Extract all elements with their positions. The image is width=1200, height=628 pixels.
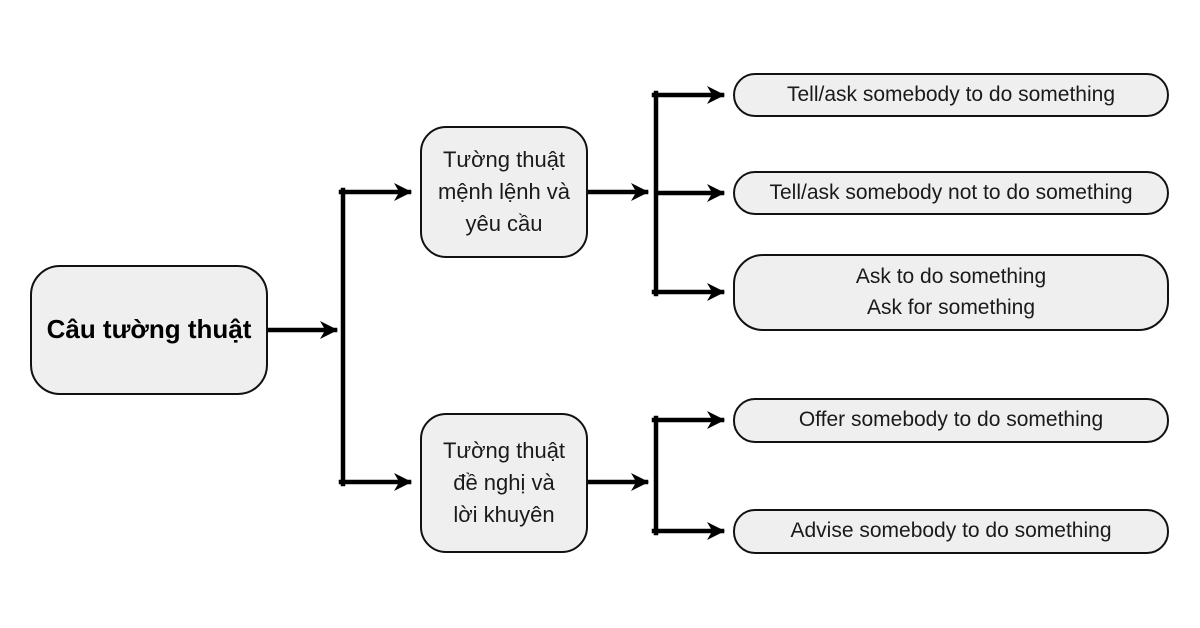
leaf-node-tell-ask-to-do: Tell/ask somebody to do something [733,73,1169,117]
branch-node-imperatives-requests: Tường thuật mệnh lệnh và yêu cầu [420,126,588,258]
branch-node-suggestions-advice: Tường thuật đề nghị và lời khuyên [420,413,588,553]
leaf-node-offer-somebody: Offer somebody to do something [733,398,1169,443]
leaf-node-tell-ask-not-to-do: Tell/ask somebody not to do something [733,171,1169,215]
leaf-node-ask-to-do-ask-for: Ask to do something Ask for something [733,254,1169,331]
root-node: Câu tường thuật [30,265,268,395]
leaf-node-advise-somebody: Advise somebody to do something [733,509,1169,554]
